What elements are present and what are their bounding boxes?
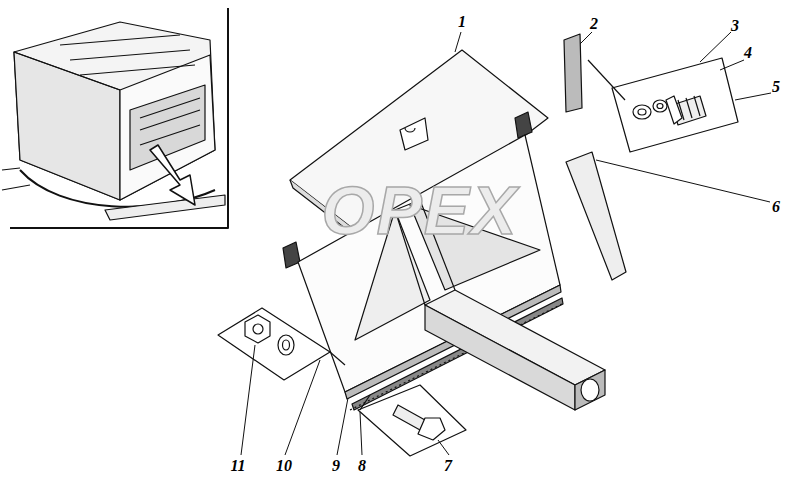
leader-lines [241, 32, 771, 455]
callout-number: 6 [772, 199, 780, 215]
strip [566, 152, 626, 280]
strip [564, 34, 582, 112]
callout-number: 4 [744, 45, 752, 61]
callout-number: 1 [458, 14, 466, 30]
callout-number: 3 [731, 18, 739, 34]
callout-number: 7 [444, 458, 452, 474]
callout-number: 5 [772, 79, 780, 95]
callout-number: 10 [276, 458, 292, 474]
callout-number: 8 [358, 458, 366, 474]
inset-view [2, 8, 228, 228]
callout-number: 11 [230, 458, 245, 474]
callout-number: 2 [590, 16, 598, 32]
watermark: OPEX [322, 176, 519, 244]
callout-number: 9 [332, 458, 340, 474]
